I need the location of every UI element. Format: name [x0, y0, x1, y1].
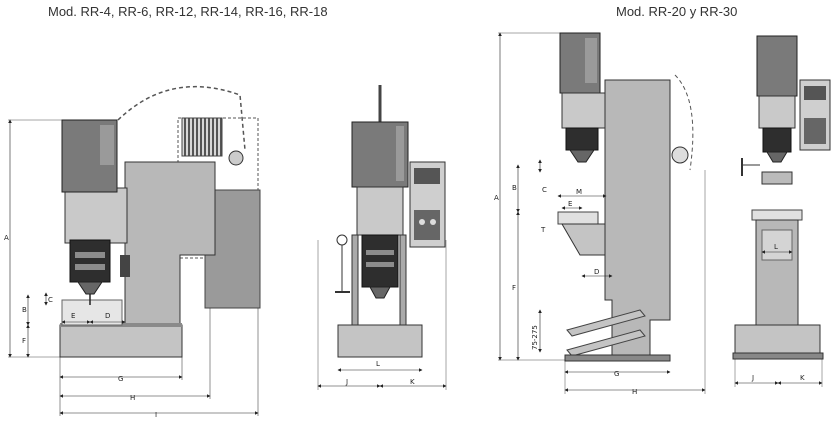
machine-side-view-large: A B F C M E D T G H 75-275: [494, 32, 706, 396]
dim-label-g3: G: [614, 370, 619, 378]
machine-front-view-large: L J K: [732, 35, 831, 387]
dim-label-l4: L: [774, 243, 778, 251]
title-right: Mod. RR-20 y RR-30: [616, 4, 738, 19]
dim-label-b3: B: [512, 184, 517, 192]
dim-label-t3: T: [540, 226, 546, 234]
dim-label-e3: E: [568, 200, 572, 208]
dim-label-d3: D: [594, 268, 599, 276]
dim-label-k2: K: [410, 378, 415, 386]
dim-label-k4: K: [800, 374, 805, 382]
machine-front-view-small: L J K: [317, 85, 447, 390]
dim-label-b1: B: [22, 306, 27, 314]
machine-side-view-small: A B F C E D G H I: [4, 85, 261, 419]
dim-label-h3: H: [632, 388, 637, 396]
dim-label-m3: M: [576, 188, 582, 196]
dim-label-j2: J: [345, 378, 348, 386]
dim-label-i1: I: [155, 411, 157, 419]
dim-label-h1: H: [130, 394, 135, 402]
dim-label-g1: G: [118, 375, 123, 383]
dim-label-c1: C: [48, 296, 53, 304]
dim-label-a3: A: [494, 194, 499, 202]
dim-label-f1: F: [22, 337, 26, 345]
dim-label-e1: E: [71, 312, 75, 320]
dim-label-d1: D: [105, 312, 110, 320]
dim-label-j4: J: [751, 374, 754, 382]
dim-label-f3: F: [512, 284, 516, 292]
title-left: Mod. RR-4, RR-6, RR-12, RR-14, RR-16, RR…: [48, 4, 328, 19]
dim-label-c3: C: [542, 186, 547, 194]
dim-label-a1: A: [4, 234, 9, 242]
dim-label-l2: L: [376, 360, 380, 368]
dim-label-range: 75-275: [531, 325, 539, 350]
